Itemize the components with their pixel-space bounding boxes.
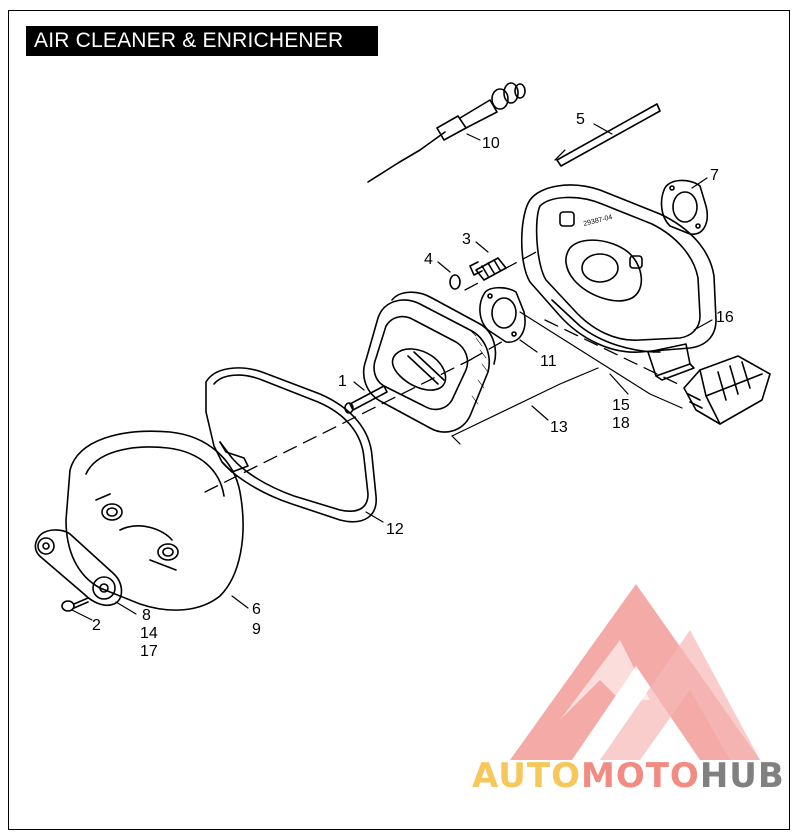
watermark-text-moto: MOTO: [580, 756, 700, 796]
part-8-trim-plate: [34, 529, 123, 607]
part-15-insert: [683, 355, 771, 425]
diagram-frame: [8, 10, 790, 830]
assembly-centerlines: [204, 149, 681, 493]
callout-1: 1: [338, 373, 347, 390]
callout-10: 10: [482, 135, 500, 152]
callout-12: 12: [386, 521, 404, 538]
part-16-backplate: 29387-04: [520, 184, 717, 381]
part-4-o-ring: [449, 274, 461, 290]
callout-2: 2: [92, 617, 101, 634]
part-11-gasket: [479, 286, 526, 343]
callout-14: 14: [140, 625, 158, 642]
callout-18: 18: [612, 415, 630, 432]
part-7-gasket: [660, 179, 708, 235]
callout-9: 9: [252, 621, 261, 638]
watermark-logo-icon: [510, 584, 760, 760]
part-3-breather-fitting: [469, 257, 507, 281]
callout-17: 17: [140, 643, 158, 660]
callout-leader-lines: [71, 123, 713, 621]
part-12-cover-gasket: [205, 367, 377, 523]
watermark-text-hub: HUB: [699, 756, 785, 796]
callout-5: 5: [576, 111, 585, 128]
watermark-text: AUTOMOTOHUB: [472, 756, 785, 796]
part-6-cover: [65, 430, 244, 611]
callout-13: 13: [550, 419, 568, 436]
part-10-enrichener-cable: [367, 82, 526, 183]
part-5-hose: [556, 103, 661, 167]
callout-8: 8: [142, 607, 151, 624]
callout-16: 16: [716, 309, 734, 326]
part-number-stamp: 29387-04: [583, 214, 614, 228]
watermark-text-auto: AUTO: [472, 756, 581, 796]
callout-4: 4: [424, 251, 433, 268]
callout-11: 11: [540, 353, 557, 370]
part-2-screw: [61, 597, 89, 612]
part-13-filter-element: [362, 291, 497, 433]
callout-15: 15: [612, 397, 630, 414]
callout-7: 7: [710, 167, 719, 184]
part-1-screw: [344, 385, 388, 414]
page-title: AIR CLEANER & ENRICHENER: [26, 26, 378, 56]
callout-3: 3: [462, 231, 471, 248]
callout-6: 6: [252, 601, 261, 618]
